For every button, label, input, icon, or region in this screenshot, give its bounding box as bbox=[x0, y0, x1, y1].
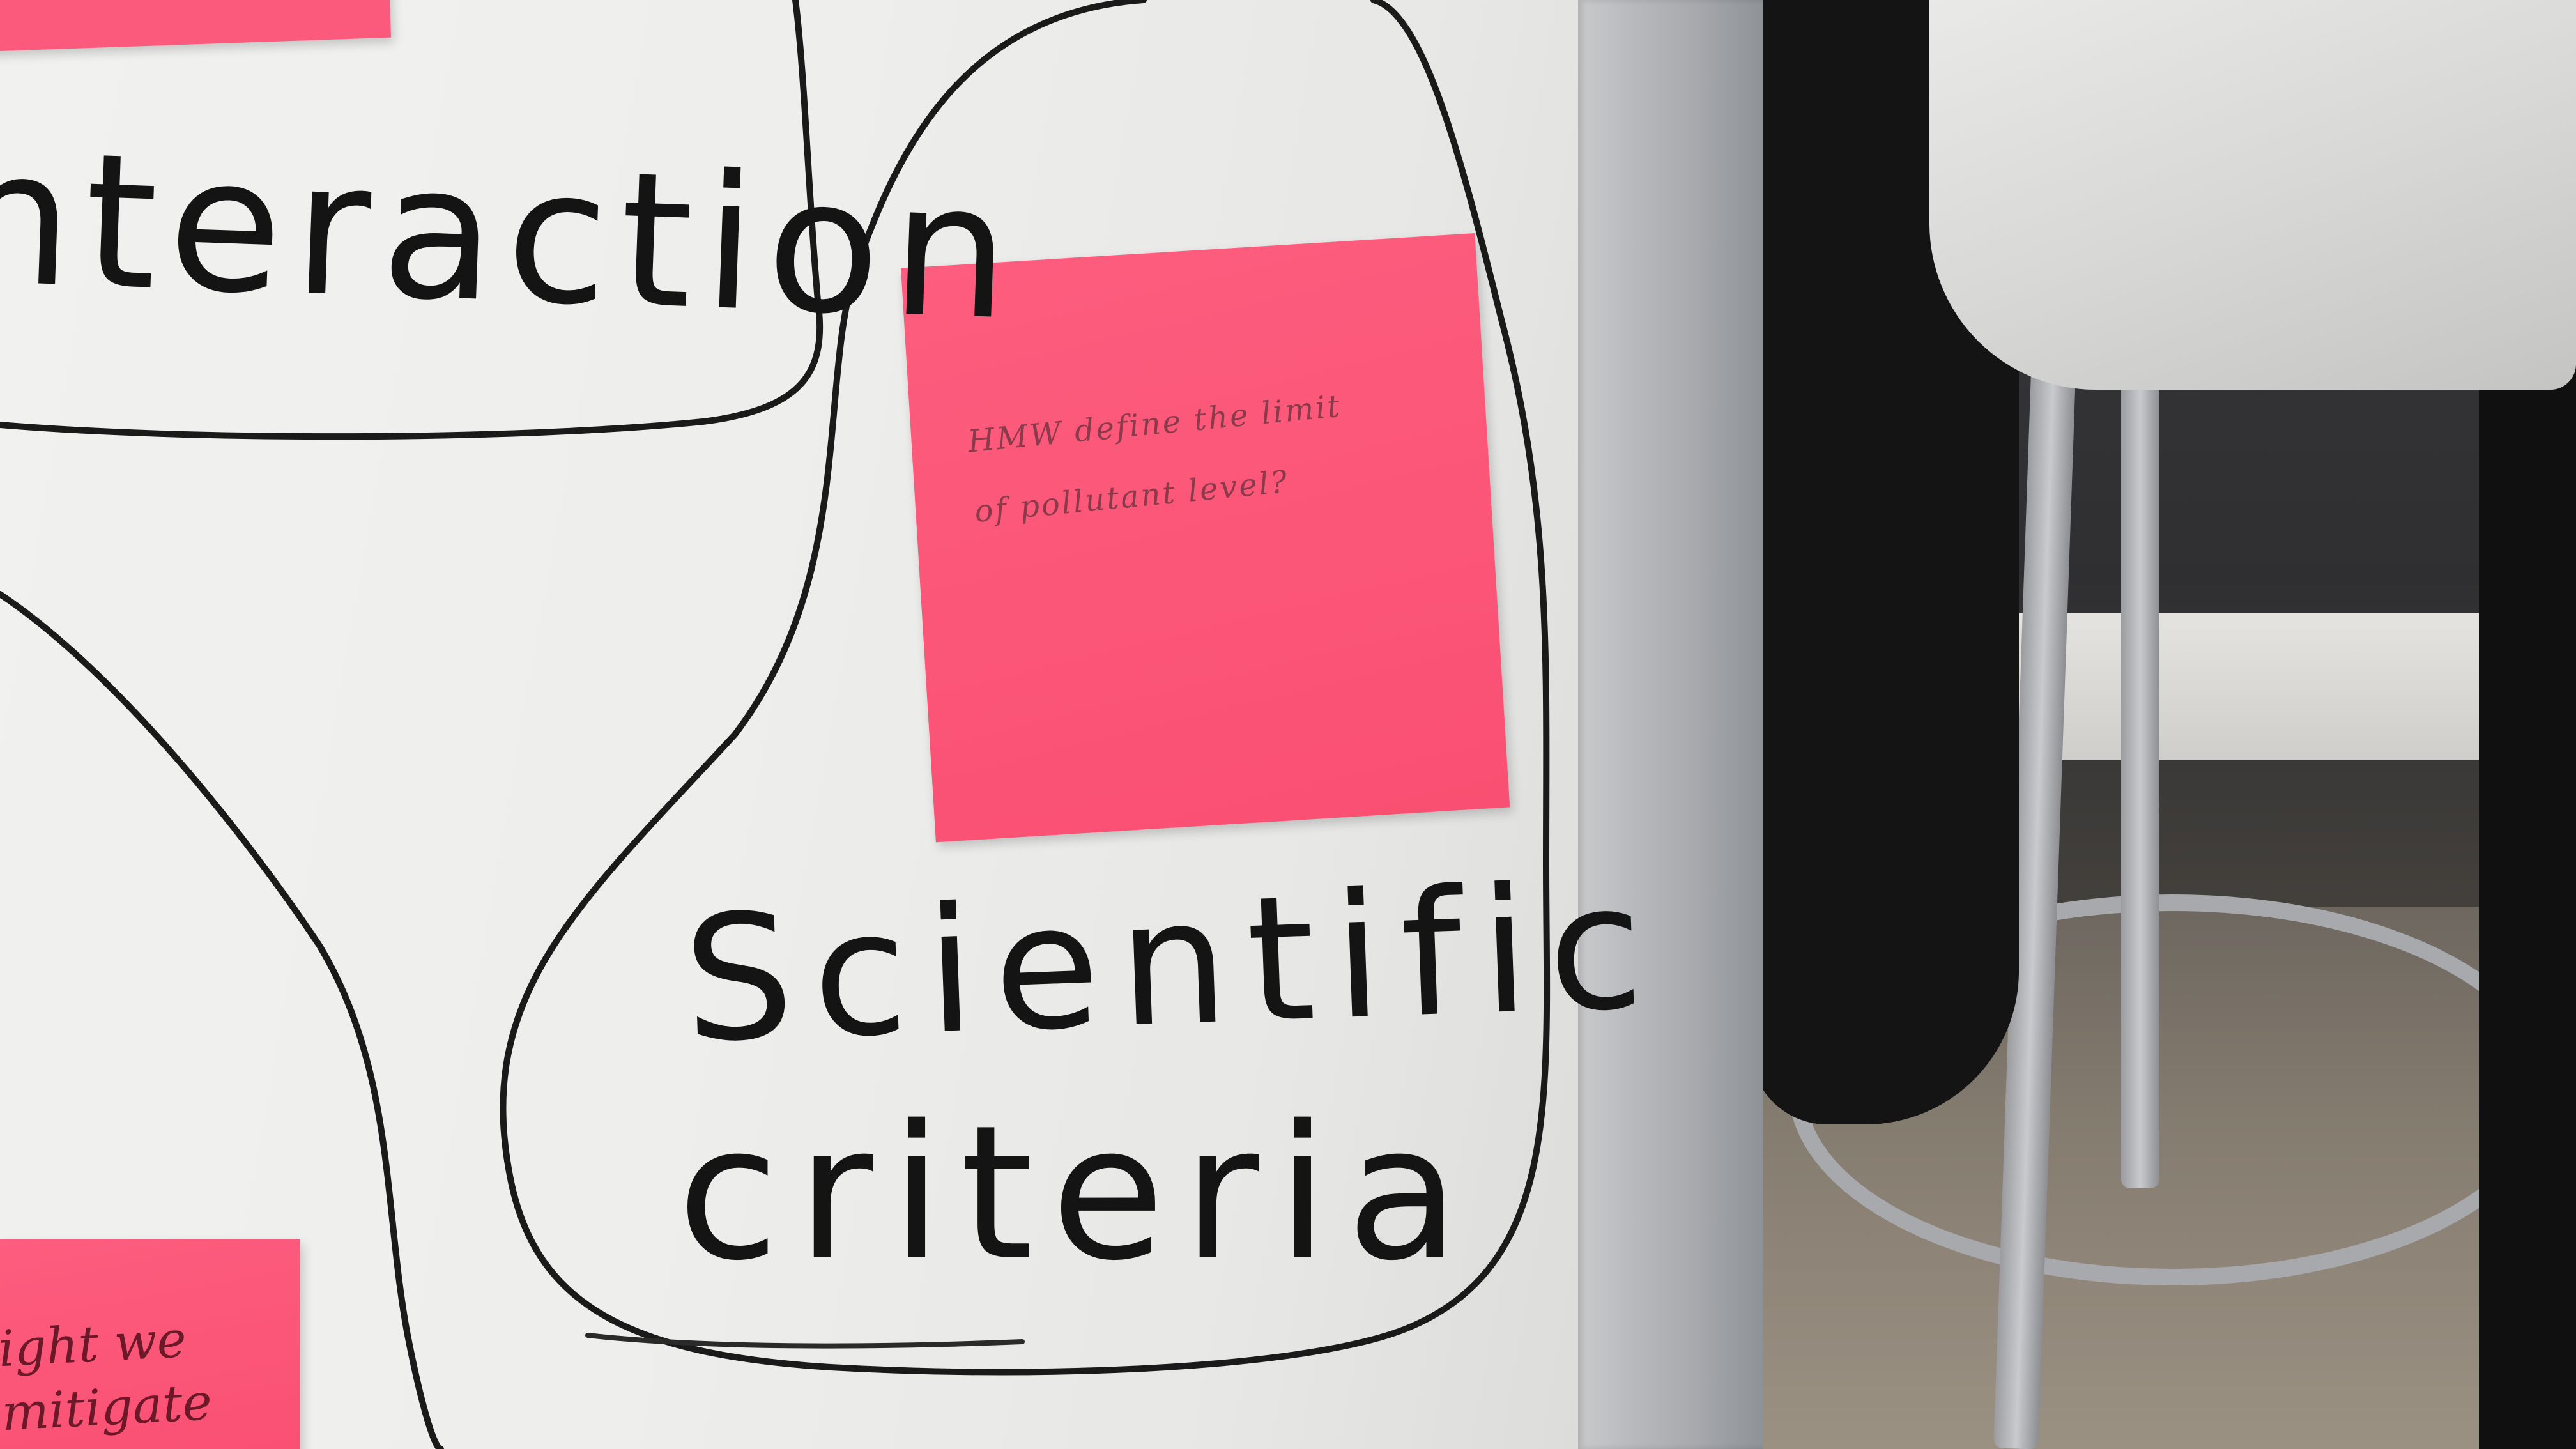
sticky-note-bottom: ight we mitigate bbox=[0, 1239, 300, 1449]
word-scientific: Scientific bbox=[680, 845, 1666, 1081]
word-interaction: nteraction bbox=[0, 109, 1025, 362]
outline-scientific-cluster bbox=[500, 0, 1551, 1376]
outline-interaction-cluster bbox=[0, 0, 824, 440]
marker-outlines bbox=[0, 0, 1551, 1449]
outline-left-cluster bbox=[0, 591, 444, 1449]
sticky-note-hmw-text: HMW define the limit of pollutant level? bbox=[965, 363, 1436, 547]
outline-bottom-stroke bbox=[585, 1333, 1025, 1349]
stool-leg-back bbox=[2121, 358, 2159, 1188]
person-right-leg bbox=[2479, 300, 2576, 1449]
whiteboard-frame bbox=[1578, 0, 1763, 1449]
grey-sweater bbox=[1929, 0, 2576, 390]
word-criteria: criteria bbox=[677, 1086, 1478, 1301]
sticky-note-bottom-text: ight we mitigate bbox=[0, 1311, 213, 1443]
